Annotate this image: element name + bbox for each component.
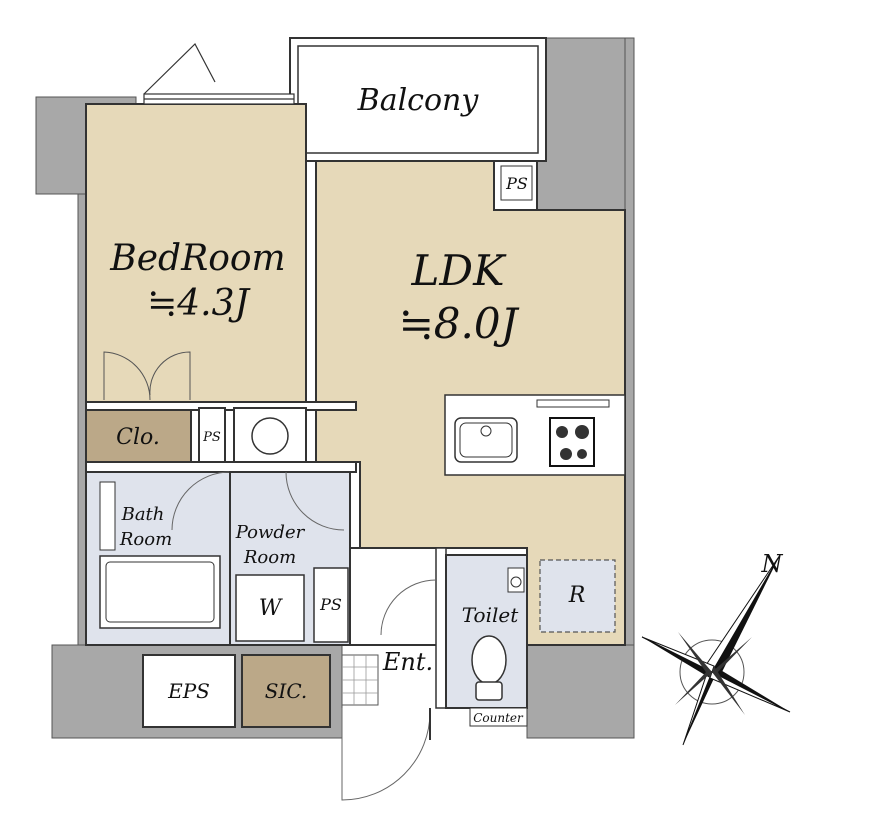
bath-label-line2: Room xyxy=(119,529,172,550)
balcony-area: Balcony xyxy=(289,37,547,162)
powder-label-line1: Powder xyxy=(235,522,306,543)
stove-icon xyxy=(549,417,595,467)
eps-label: EPS xyxy=(167,679,210,703)
range-hood xyxy=(536,399,610,408)
entrance-tiles xyxy=(341,654,379,706)
bedroom-window xyxy=(143,43,295,105)
closet-label: Clo. xyxy=(116,425,160,450)
ldk-name: LDK xyxy=(411,246,508,295)
bedroom-floor xyxy=(85,103,307,403)
ps-top: PS xyxy=(493,160,538,211)
compass-north-label: N xyxy=(761,550,784,578)
bedroom-name: BedRoom xyxy=(109,238,285,279)
balcony-inner xyxy=(297,45,539,154)
front-door xyxy=(341,708,431,801)
compass-icon: N xyxy=(641,550,791,746)
ldk-size: ≒8.0J xyxy=(399,299,520,348)
ps-powder-label: PS xyxy=(319,595,342,614)
refrigerator-label: R xyxy=(568,583,586,608)
closet: Clo. xyxy=(85,409,192,463)
column-bottom-right xyxy=(526,644,635,739)
bath-label-line1: Bath xyxy=(121,504,165,525)
sic: SIC. xyxy=(241,654,331,728)
bedroom-size: ≒4.3J xyxy=(147,283,251,324)
sic-label: SIC. xyxy=(265,679,308,703)
ps-closet-label: PS xyxy=(202,430,221,445)
washer-label: W xyxy=(259,596,284,621)
toilet-room: Toilet xyxy=(445,554,528,709)
entrance-door-swing xyxy=(380,579,437,636)
toilet-basin xyxy=(510,576,522,588)
eps: EPS xyxy=(142,654,236,728)
counter-label: Counter xyxy=(473,711,524,725)
bathroom: Bath Room xyxy=(85,471,231,646)
kitchen-counter xyxy=(444,394,626,476)
counter-box: Counter xyxy=(469,707,528,727)
refrigerator: R xyxy=(539,559,616,633)
powder-room: Powder Room W PS xyxy=(229,471,351,646)
washer-box xyxy=(235,574,305,642)
bedroom: BedRoom ≒4.3J xyxy=(85,103,307,403)
bath-shelf xyxy=(99,481,116,551)
ps-closet: PS xyxy=(198,407,226,463)
bath-door-swing xyxy=(171,471,231,531)
entrance: Ent. xyxy=(349,547,447,709)
sink-faucet xyxy=(480,425,492,437)
bathtub-inner xyxy=(105,561,215,623)
balcony-label: Balcony xyxy=(357,83,480,118)
entrance-label: Ent. xyxy=(382,648,433,676)
powder-door-swing xyxy=(285,471,345,531)
column-top-right xyxy=(536,37,635,211)
toilet-label: Toilet xyxy=(462,603,519,627)
closet-doors xyxy=(103,351,191,401)
ps-top-label: PS xyxy=(505,174,528,193)
powder-label-line2: Room xyxy=(243,547,296,568)
ps-powder xyxy=(313,567,349,643)
toilet-icon xyxy=(471,635,507,701)
sink-inner xyxy=(459,422,513,458)
washer-top xyxy=(233,407,307,463)
